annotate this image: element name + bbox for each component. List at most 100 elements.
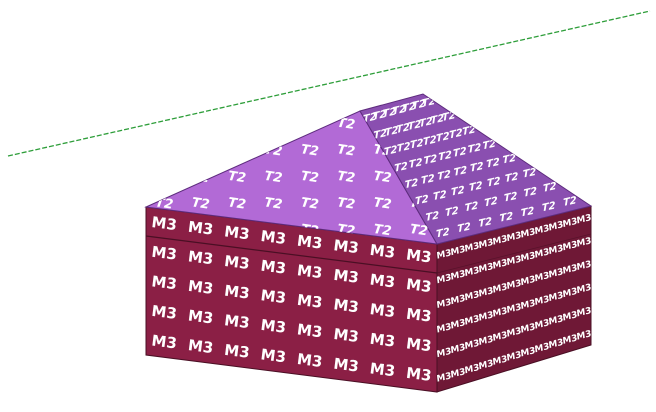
wall-label: M3 xyxy=(223,282,250,303)
roof-label: T2 xyxy=(373,109,387,123)
wall-label: M3 xyxy=(369,300,396,321)
roof-label: T2 xyxy=(336,195,356,212)
wall-label: M3 xyxy=(492,282,508,296)
roof-label: T2 xyxy=(384,144,398,158)
wall-label: M3 xyxy=(478,310,494,324)
roof-label: T2 xyxy=(430,113,444,127)
wall-label: M3 xyxy=(436,347,452,361)
wall-label: M3 xyxy=(506,326,522,340)
wall-label: M3 xyxy=(187,218,214,239)
wall-label: M3 xyxy=(369,330,396,351)
wall-label: M3 xyxy=(520,275,536,289)
wall-label: M3 xyxy=(534,247,550,261)
roof-label: T2 xyxy=(372,169,392,186)
wall-label: M3 xyxy=(506,255,522,269)
wall-label: M3 xyxy=(548,291,564,305)
roof-label: T2 xyxy=(154,142,174,159)
wall-label: M3 xyxy=(369,241,396,262)
roof-label: T2 xyxy=(505,171,519,185)
roof-label: T2 xyxy=(385,125,399,139)
wall-label: M3 xyxy=(520,251,536,265)
roof-label: T2 xyxy=(191,142,211,159)
roof-label: T2 xyxy=(421,173,435,187)
wall-label: M3 xyxy=(436,297,452,311)
wall-label: M3 xyxy=(332,236,359,257)
wall-label: M3 xyxy=(223,311,250,332)
wall-label: M3 xyxy=(405,364,432,385)
roof-label: T2 xyxy=(478,216,492,230)
wall-label: M3 xyxy=(436,322,452,336)
wall-label: M3 xyxy=(464,314,480,328)
roof-label: T2 xyxy=(462,124,476,138)
wall-label: M3 xyxy=(296,232,323,253)
wall-label: M3 xyxy=(151,272,178,293)
wall-label: M3 xyxy=(464,363,480,377)
wall-label: M3 xyxy=(223,252,250,273)
roof-label: T2 xyxy=(437,169,451,183)
roof-label: T2 xyxy=(227,195,247,212)
roof-label: T2 xyxy=(336,142,356,159)
side-wall-labels: M3M3M3M3M3M3M3M3M3M3M3M3M3M3M3M3M3M3M3M3… xyxy=(436,213,592,385)
roof-label: T2 xyxy=(300,195,320,212)
roof-label: T2 xyxy=(425,210,439,224)
wall-label: M3 xyxy=(562,263,578,277)
floor-division-line-side xyxy=(436,233,592,274)
roof-label: T2 xyxy=(415,194,429,208)
wall-label: M3 xyxy=(534,294,550,308)
roof-label: T2 xyxy=(154,116,174,133)
roof-label: T2 xyxy=(191,169,211,186)
wall-label: M3 xyxy=(332,325,359,346)
wall-label: M3 xyxy=(534,342,550,356)
wall-label: M3 xyxy=(492,354,508,368)
wall-label: M3 xyxy=(548,267,564,281)
wall-label: M3 xyxy=(548,338,564,352)
roof-label: T2 xyxy=(438,150,452,164)
roof-label: T2 xyxy=(543,181,557,195)
roof-label: T2 xyxy=(523,167,537,181)
wall-label: M3 xyxy=(151,332,178,353)
roof-label: T2 xyxy=(263,142,283,159)
wall-label: M3 xyxy=(332,295,359,316)
roof-label: T2 xyxy=(227,142,247,159)
roof-label: T2 xyxy=(451,185,465,199)
wall-label: M3 xyxy=(260,316,287,337)
wall-label: M3 xyxy=(576,283,592,297)
roof-label: T2 xyxy=(396,122,410,136)
roof-label: T2 xyxy=(563,195,577,209)
roof-label: T2 xyxy=(300,142,320,159)
roof-label: T2 xyxy=(191,195,211,212)
wall-label: M3 xyxy=(562,287,578,301)
roof-label: T2 xyxy=(263,169,283,186)
wall-label: M3 xyxy=(562,240,578,254)
roof-label: T2 xyxy=(470,161,484,175)
roof-label: T2 xyxy=(372,195,392,212)
wall-label: M3 xyxy=(260,345,287,366)
roof-label: T2 xyxy=(227,116,247,133)
wall-label: M3 xyxy=(464,266,480,280)
wall-label: M3 xyxy=(492,330,508,344)
roof-side-face[interactable] xyxy=(359,93,593,245)
roof-label: T2 xyxy=(382,106,396,120)
wall-label: M3 xyxy=(450,294,466,308)
wall-label: M3 xyxy=(187,247,214,268)
wall-label: M3 xyxy=(332,266,359,287)
wall-label: M3 xyxy=(405,246,432,267)
roof-label: T2 xyxy=(372,222,392,239)
roof-label: T2 xyxy=(373,128,387,142)
roof-label: T2 xyxy=(523,186,537,200)
wall-label: M3 xyxy=(405,275,432,296)
roof-label: T2 xyxy=(408,119,422,133)
roof-label: T2 xyxy=(487,176,501,190)
wall-label: M3 xyxy=(478,334,494,348)
wall-label: M3 xyxy=(405,305,432,326)
roof-label: T2 xyxy=(436,227,450,241)
roof-label: T2 xyxy=(423,153,437,167)
roof-label: T2 xyxy=(412,98,426,112)
wall-label: M3 xyxy=(151,243,178,264)
roof-label: T2 xyxy=(423,134,437,148)
wall-label: M3 xyxy=(464,290,480,304)
